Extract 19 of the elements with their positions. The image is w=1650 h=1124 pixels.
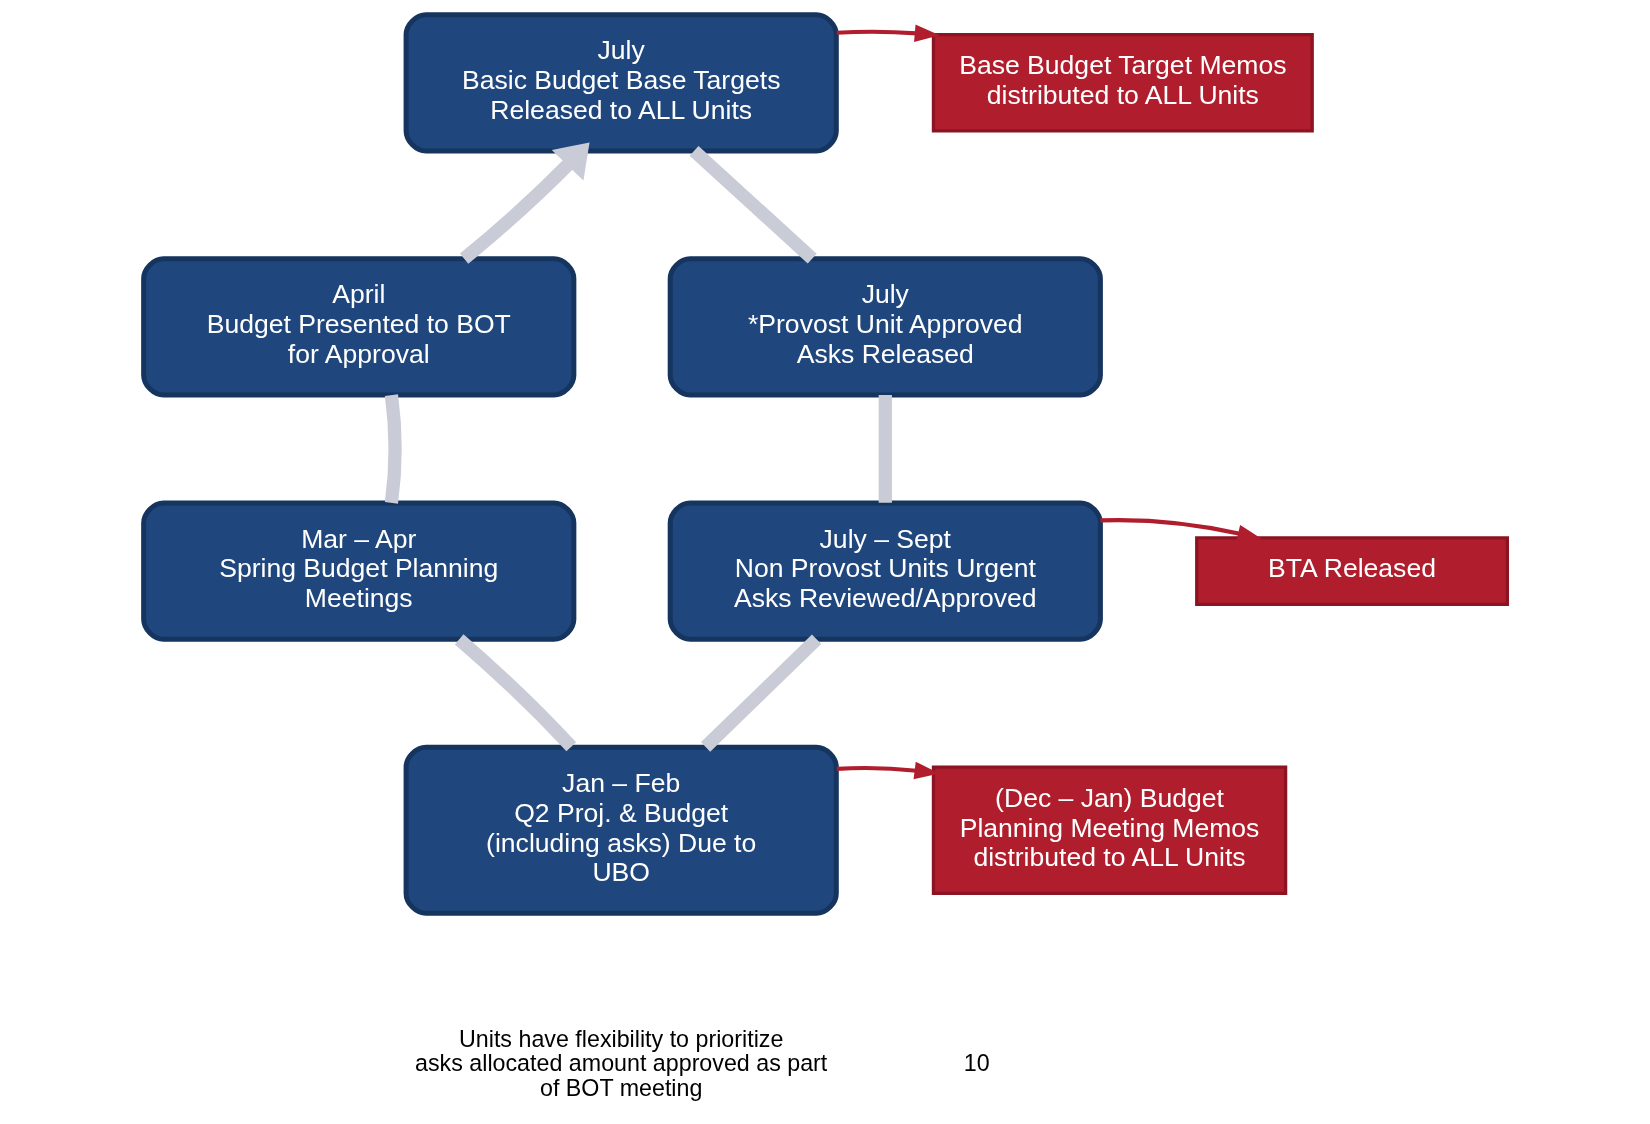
node-box: (Dec – Jan) Budget Planning Meeting Memos distributed to ALL Units — [931, 765, 1287, 896]
node-box: April Budget Presented to BOT for Approval — [140, 256, 576, 398]
node-box: July – Sept Non Provost Units Urgent Asks Reviewed/Approved — [667, 500, 1103, 642]
connector — [700, 634, 821, 752]
node-box: BTA Released — [1194, 536, 1509, 606]
connector — [878, 395, 892, 503]
node-box: Jan – Feb Q2 Proj. & Budget (including asks) Due to UBO — [403, 744, 839, 916]
node-box: Mar – Apr Spring Budget Planning Meetings — [140, 500, 576, 642]
node-box: Base Budget Target Memos distributed to ALL Units — [931, 32, 1314, 133]
arrow — [459, 142, 590, 264]
label: 10 — [963, 1050, 990, 1077]
arrow — [1099, 518, 1262, 542]
arrow — [836, 24, 940, 42]
connector — [689, 146, 817, 264]
label: Units have flexibility to prioritize asks allocated amount approved as part of BOT meeting — [414, 1025, 827, 1102]
node-box: July *Provost Unit Approved Asks Released — [667, 256, 1103, 398]
connector — [384, 394, 401, 504]
connector — [454, 634, 576, 752]
node-box: July Basic Budget Base Targets Released to ALL Units — [403, 12, 839, 154]
